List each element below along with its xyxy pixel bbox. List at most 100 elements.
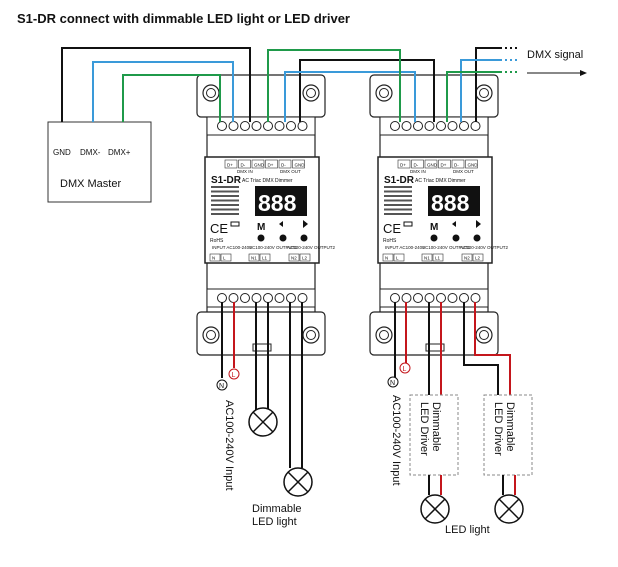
output-terminal-label: N1	[251, 256, 257, 261]
output-terminal-label: L	[223, 256, 226, 261]
bottom-terminal-screw	[274, 293, 285, 303]
left-arrow-icon	[452, 221, 456, 227]
dimmer-device-1	[196, 74, 326, 356]
output-terminal-tag	[461, 253, 473, 262]
output-terminal-label: N	[385, 256, 388, 261]
spec-text-line	[211, 213, 239, 215]
lamp-icon-1-x	[252, 411, 274, 433]
dmx-terminal-tag	[465, 159, 478, 169]
dmx-terminal-tag	[397, 159, 411, 169]
neutral-label-1: N	[219, 383, 224, 390]
output-terminal-label: L	[396, 256, 399, 261]
output-terminal-tag	[299, 253, 311, 262]
subtitle-label: AC Triac DMX Dimmer	[242, 178, 293, 184]
fuse-icon	[425, 343, 445, 352]
output-terminal-label: N	[212, 256, 215, 261]
ce-mark: CE	[210, 221, 228, 236]
spec-text-line	[211, 204, 239, 206]
gnd-out-wire	[475, 47, 500, 122]
dip-switch-icon	[230, 221, 240, 227]
left-arrow-icon	[279, 221, 283, 227]
dmx-terminal-label: D-	[281, 163, 286, 168]
dmx-terminal-tag	[292, 159, 305, 169]
panel-button	[300, 234, 308, 242]
dmx-terminal-tag	[411, 159, 424, 169]
led-lamp-icon-2-x	[498, 498, 520, 520]
driver2-n-wire	[463, 302, 499, 395]
led-light-label-1: LED light	[252, 516, 297, 528]
bottom-terminal-screw	[447, 293, 458, 303]
top-terminal-screw	[401, 121, 412, 131]
lamp-icon-2-x	[287, 471, 309, 493]
top-terminal-screw	[413, 121, 423, 131]
panel-button	[430, 234, 438, 242]
output-terminal-label: L2	[475, 256, 481, 261]
dmx-master-box	[47, 121, 152, 203]
terminal-label-dmx-plus: DMX+	[108, 148, 131, 157]
neutral-symbol-1	[216, 379, 228, 391]
top-terminal-screw	[263, 121, 273, 131]
dimmable-label: Dimmable	[252, 503, 302, 515]
dmx-out-label: DMX OUT	[280, 169, 301, 174]
output2-label: AC100-240V OUTPUT2	[287, 245, 336, 250]
bottom-terminal-screw	[470, 293, 481, 303]
bottom-terminal-screw	[251, 293, 262, 303]
dmx-out-label: DMX OUT	[453, 169, 474, 174]
dmx-plus-out-wire	[446, 71, 500, 122]
mount-hole-inner	[306, 330, 316, 340]
output-terminal-tag	[248, 253, 260, 262]
ac-input-label-2: AC100-240V Input	[390, 395, 402, 486]
led-lamp-icon-1-x	[424, 498, 446, 520]
top-terminal-screw	[217, 121, 227, 131]
mode-button-label: M	[430, 222, 438, 233]
panel-button	[452, 234, 460, 242]
dmx-terminal-label: GND	[254, 163, 265, 168]
driver-label-1b: LED Driver	[418, 402, 430, 456]
output-terminal-tag	[472, 253, 484, 262]
spec-text-line	[384, 186, 412, 188]
dmx-in-label: DMX IN	[410, 169, 426, 174]
output-terminal-label: N2	[291, 256, 297, 261]
dmx-terminal-label: D+	[400, 163, 406, 168]
bottom-terminal-screw	[240, 293, 250, 303]
led-display-digits: 888	[258, 190, 297, 216]
dmx-terminal-label: GND	[427, 163, 438, 168]
spec-text-line	[211, 186, 239, 188]
bottom-terminal-screw	[390, 293, 400, 303]
live-symbol-2	[399, 362, 411, 374]
output-terminal-tag	[393, 253, 405, 262]
dmx-signal-arrow-icon	[580, 70, 587, 76]
bottom-terminal-screw	[459, 293, 469, 303]
top-terminal-screw	[436, 121, 446, 131]
mount-hole-inner	[379, 330, 389, 340]
input-label: INPUT AC100-240V	[385, 245, 425, 250]
dip-switch-icon	[403, 221, 413, 227]
output-terminal-label: L2	[302, 256, 308, 261]
dmx-terminal-tag	[251, 159, 265, 169]
fuse-icon	[252, 343, 272, 352]
dmx-terminal-tag	[224, 159, 238, 169]
bottom-terminal-screw	[436, 293, 446, 303]
top-terminal-screw	[297, 121, 308, 131]
output-terminal-tag	[382, 253, 394, 262]
dmx-terminal-tag	[265, 159, 278, 169]
top-terminal-screw	[459, 121, 469, 131]
mount-hole-inner	[206, 330, 216, 340]
mount-hole-inner	[479, 88, 489, 98]
rohs-label: RoHS	[210, 238, 224, 244]
bottom-terminal-screw	[217, 293, 227, 303]
panel-button	[473, 234, 481, 242]
spec-text-line	[384, 199, 412, 202]
led-display-digits: 888	[431, 190, 470, 216]
rohs-label: RoHS	[383, 238, 397, 244]
led-display	[255, 186, 307, 216]
bottom-terminal-screw	[263, 293, 273, 303]
dmx-terminal-label: D-	[414, 163, 419, 168]
top-terminal-screw	[286, 121, 296, 131]
dmx-terminal-label: GND	[468, 163, 479, 168]
output-terminal-tag	[432, 253, 444, 262]
spec-text-line	[384, 195, 412, 197]
dmx-signal-label: DMX signal	[527, 49, 583, 61]
